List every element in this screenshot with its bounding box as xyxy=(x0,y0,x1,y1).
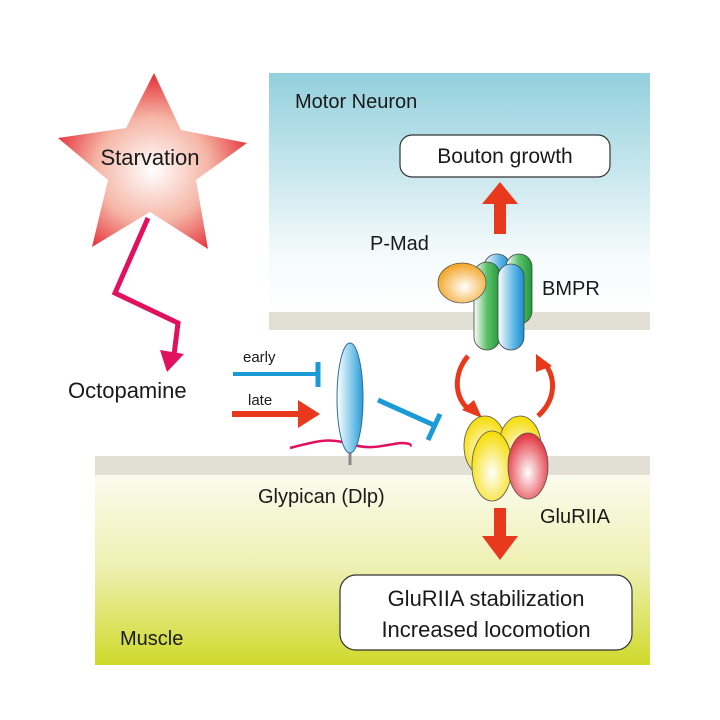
bmpr-label: BMPR xyxy=(542,278,600,300)
late-label: late xyxy=(248,392,272,409)
glypican-inhibition-bar xyxy=(425,412,443,442)
bmpr-subunit xyxy=(497,263,525,351)
late-arrowhead-icon xyxy=(298,400,320,428)
outcome-line-1: GluRIIA stabilization xyxy=(388,586,585,611)
bouton-arrowhead-icon xyxy=(482,182,518,204)
glypican-inhibition-line xyxy=(376,397,438,429)
glypican-label: Glypican (Dlp) xyxy=(258,486,385,508)
starvation-to-octopamine-arrow xyxy=(111,216,181,356)
starvation-label: Starvation xyxy=(100,145,199,170)
early-label: early xyxy=(243,349,276,366)
muscle-label: Muscle xyxy=(120,628,183,650)
bmpr-to-gluriia-arrow xyxy=(454,354,472,413)
gluriia-label: GluRIIA xyxy=(540,506,611,528)
postsynaptic-membrane xyxy=(95,456,650,475)
gluriia-to-bmpr-arrowhead-icon xyxy=(536,354,552,372)
glypican-icon xyxy=(336,342,364,454)
bmpr-to-bouton-arrow xyxy=(494,202,506,234)
bouton-growth-box xyxy=(399,134,611,178)
outcome-box xyxy=(339,574,633,651)
heparan-sulfate-chain xyxy=(289,439,412,450)
octopamine-label: Octopamine xyxy=(68,378,187,403)
gluriia-subunit xyxy=(471,430,513,502)
gluriia-to-bmpr-arrow xyxy=(536,362,555,418)
starvation-star-icon xyxy=(58,73,247,249)
presynaptic-membrane xyxy=(269,312,650,330)
p-mad-label: P-Mad xyxy=(370,233,429,255)
bmpr-to-gluriia-arrowhead-icon xyxy=(462,400,482,418)
outcome-arrowhead-icon xyxy=(482,536,518,560)
motor-neuron-label: Motor Neuron xyxy=(295,91,417,113)
octopamine-arrowhead-icon xyxy=(160,350,184,372)
bouton-growth-label: Bouton growth xyxy=(437,145,572,168)
gluriia-to-outcome-arrow xyxy=(494,508,506,538)
gluriia-subunit xyxy=(507,432,549,500)
p-mad-icon xyxy=(437,262,487,304)
outcome-line-2: Increased locomotion xyxy=(381,617,590,642)
